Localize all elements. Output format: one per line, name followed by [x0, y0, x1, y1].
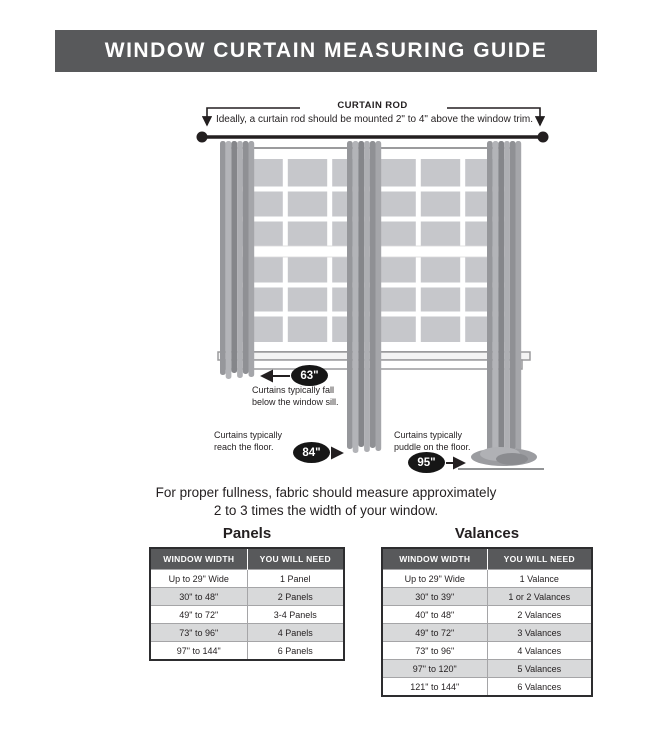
table-cell: 4 Panels — [246, 623, 344, 642]
page-title: WINDOW CURTAIN MEASURING GUIDE — [104, 39, 548, 62]
table-cell: 1 or 2 Valances — [486, 587, 592, 606]
table-cell: 3-4 Panels — [246, 605, 344, 624]
table-cell: 49" to 72" — [382, 623, 487, 642]
measurement-arrows — [260, 369, 466, 470]
table-row: 121" to 144"6 Valances — [382, 677, 592, 696]
sill-length-badge: 63" — [291, 365, 328, 386]
column-header: WINDOW WIDTH — [382, 548, 487, 570]
table-row: 40" to 48"2 Valances — [382, 605, 592, 624]
table-cell: 3 Valances — [486, 623, 592, 642]
table-row: 97" to 144"6 Panels — [150, 641, 344, 660]
table-cell: 30" to 48" — [150, 587, 247, 606]
column-header: WINDOW WIDTH — [150, 548, 247, 570]
left-curtain-panel — [220, 141, 255, 379]
fullness-note-line2: 2 to 3 times the width of your window. — [213, 503, 439, 519]
table-cell: 40" to 48" — [382, 605, 487, 624]
rod-guide-arrows — [201, 107, 546, 127]
curtain-rod-graphic — [196, 131, 549, 143]
curtain-diagram: CURTAIN ROD Ideally, a curtain rod shoul… — [0, 95, 652, 477]
table-row: 30" to 39"1 or 2 Valances — [382, 587, 592, 606]
right-curtain-panel — [471, 141, 537, 466]
table-row: 30" to 48"2 Panels — [150, 587, 344, 606]
fullness-note: For proper fullness, fabric should measu… — [0, 484, 652, 520]
table-row: 73" to 96"4 Panels — [150, 623, 344, 642]
table-row: 73" to 96"4 Valances — [382, 641, 592, 660]
fullness-note-line1: For proper fullness, fabric should measu… — [155, 485, 497, 500]
table-row: 49" to 72"3-4 Panels — [150, 605, 344, 624]
table-cell: Up to 29" Wide — [382, 569, 487, 588]
table-cell: 4 Valances — [486, 641, 592, 660]
table-cell: 6 Panels — [246, 641, 344, 660]
panels-table-title: Panels — [222, 525, 272, 542]
table-cell: 97" to 144" — [150, 641, 247, 660]
table-row: 49" to 72"3 Valances — [382, 623, 592, 642]
floor-length-note: Curtains typically reach the floor. — [214, 430, 283, 452]
table-cell: 2 Valances — [486, 605, 592, 624]
puddle-length-note: Curtains typically puddle on the floor. — [394, 430, 471, 452]
sill-length-note: Curtains typically fall below the window… — [252, 385, 339, 407]
valances-table-title: Valances — [454, 525, 520, 542]
curtain-rod-label: CURTAIN ROD — [337, 100, 408, 111]
table-cell: 6 Valances — [486, 677, 592, 696]
table-cell: 1 Valance — [486, 569, 592, 588]
table-cell: 121" to 144" — [382, 677, 487, 696]
table-cell: 73" to 96" — [150, 623, 247, 642]
table-cell: 1 Panel — [246, 569, 344, 588]
table-cell: 2 Panels — [246, 587, 344, 606]
table-cell: 73" to 96" — [382, 641, 487, 660]
window-curtain-illustration — [196, 107, 549, 470]
table-row: 97" to 120"5 Valances — [382, 659, 592, 678]
title-banner: WINDOW CURTAIN MEASURING GUIDE — [55, 30, 597, 72]
column-header: YOU WILL NEED — [486, 548, 592, 570]
table-cell: 5 Valances — [486, 659, 592, 678]
table-cell: Up to 29" Wide — [150, 569, 247, 588]
rod-mounting-note: Ideally, a curtain rod should be mounted… — [215, 114, 534, 125]
floor-length-badge: 84" — [293, 442, 330, 463]
table-cell: 49" to 72" — [150, 605, 247, 624]
table-cell: 30" to 39" — [382, 587, 487, 606]
puddle-length-badge: 95" — [408, 452, 445, 473]
table-cell: 97" to 120" — [382, 659, 487, 678]
middle-curtain-panel — [347, 141, 382, 453]
column-header: YOU WILL NEED — [246, 548, 344, 570]
